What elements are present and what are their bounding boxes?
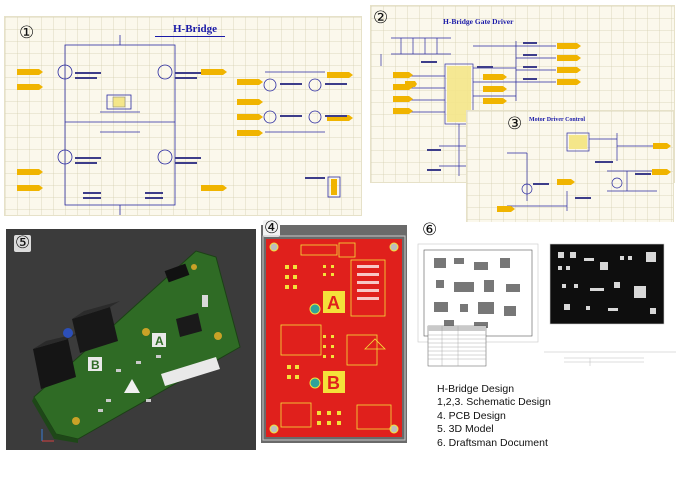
label-b-pcb: B [327,373,340,393]
legend-line-5: 6. Draftsman Document [437,436,548,449]
pcb-3d-render: A B [32,250,241,443]
label-a-pcb: A [327,293,340,313]
schematic-hbridge-panel: ① H-Bridge [4,16,362,216]
motor-control-schematic-drawing [497,132,671,212]
panel-badge-3: ③ [507,114,523,134]
title-underline [155,36,225,37]
hbridge-schematic-drawing [17,35,353,215]
hbridge-title: H-Bridge [173,23,217,35]
legend-line-3: 4. PCB Design [437,409,506,422]
schematic-motor-control-panel: ③ Motor Driver Control [466,110,674,228]
legend-line-1: H-Bridge Design [437,383,515,395]
legend-line-2: 1,2,3. Schematic Design [437,396,551,409]
gate-driver-title: H-Bridge Gate Driver [443,17,514,26]
legend: H-Bridge Design 1,2,3. Schematic Design … [437,383,551,450]
draftsman-panel: ⑥ [414,222,676,374]
draftsman-drawing [417,243,676,367]
panel-badge-4: ④ [263,218,281,238]
label-a-3d: A [155,334,164,348]
panel-badge-2: ② [373,8,389,28]
label-b-3d: B [91,358,100,372]
panel-badge-5: ⑤ [14,233,32,253]
pcb-layout-panel: ④ A B [261,220,407,443]
pcb-layout-render: A B [262,235,406,441]
pcb-3d-model-panel: ⑤ A B [6,229,256,450]
panel-badge-1: ① [19,23,35,43]
panel-badge-6: ⑥ [422,220,438,240]
motor-control-title: Motor Driver Control [529,117,585,123]
legend-line-4: 5. 3D Model [437,423,494,436]
